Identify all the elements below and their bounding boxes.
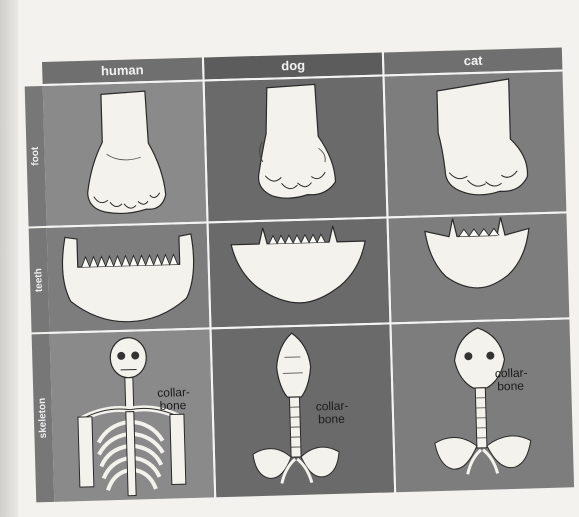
- row-header-teeth-label: teeth: [33, 268, 45, 292]
- cat-foot-cell: [385, 71, 567, 216]
- row-header-foot-label: foot: [30, 147, 42, 166]
- cat-teeth-cell: [389, 213, 570, 322]
- cat-collarbone-label-line1: collar-: [495, 367, 528, 380]
- human-foot-drawing: [43, 82, 207, 226]
- cat-jaw-drawing: [389, 213, 570, 322]
- dog-collarbone-label-line1: collar-: [316, 400, 349, 413]
- human-collarbone-label-line2: bone: [159, 399, 186, 412]
- dog-skeleton-drawing: [212, 324, 395, 497]
- dog-collarbone-label-line2: bone: [318, 413, 345, 426]
- row-header-skeleton-label: skeleton: [37, 398, 49, 439]
- dog-teeth-cell: [209, 218, 390, 327]
- cat-foot-drawing: [385, 71, 567, 216]
- cat-skeleton-cell: [391, 319, 574, 492]
- anatomy-comparison-figure: human dog cat foot teeth skeleton: [42, 47, 574, 501]
- dog-jaw-drawing: [209, 218, 390, 327]
- dog-foot-cell: [205, 76, 387, 221]
- cat-skeleton-drawing: [391, 319, 574, 492]
- human-jaw-drawing: [47, 223, 210, 331]
- human-skeleton-drawing: [50, 329, 215, 501]
- dog-foot-drawing: [205, 76, 387, 221]
- human-skeleton-cell: [50, 329, 215, 501]
- human-foot-cell: [43, 82, 207, 226]
- dog-skeleton-cell: [212, 324, 395, 497]
- cat-collarbone-label-line2: bone: [497, 380, 524, 393]
- human-collarbone-label-line1: collar-: [157, 386, 190, 399]
- scan-shadow-edge: [0, 0, 18, 517]
- human-teeth-cell: [47, 223, 210, 331]
